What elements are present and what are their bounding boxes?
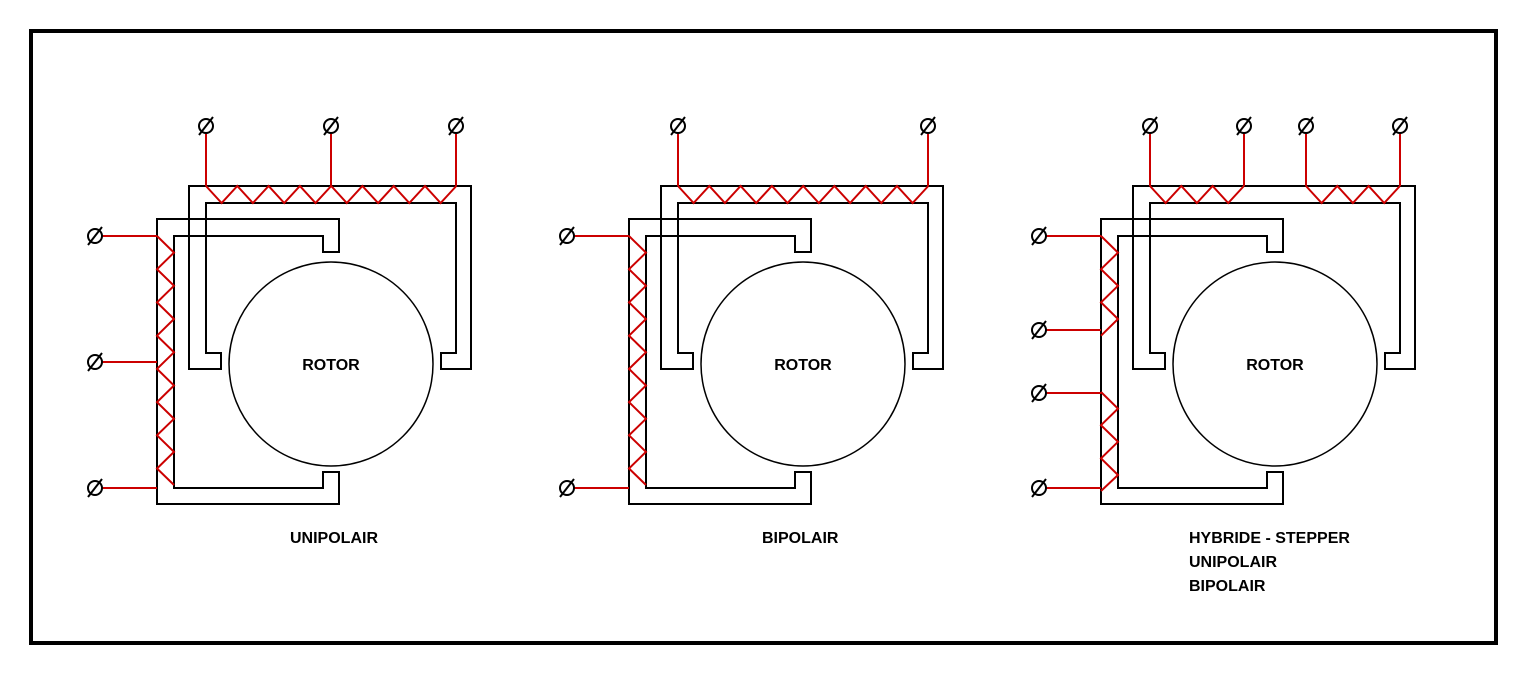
rotor-label: ROTOR xyxy=(302,357,360,374)
stator-core-horizontal xyxy=(1132,185,1416,370)
terminal-icon xyxy=(1031,383,1047,403)
terminal-icon xyxy=(559,478,575,498)
caption-line-3: BIPOLAIR xyxy=(1189,578,1266,595)
terminal-icon xyxy=(1031,478,1047,498)
terminals xyxy=(559,116,936,498)
top-coil xyxy=(677,184,930,205)
terminal-icon xyxy=(670,116,686,136)
left-coil xyxy=(155,235,176,486)
left-coil xyxy=(627,235,648,486)
rotor-label: ROTOR xyxy=(1246,357,1304,374)
terminal-icon xyxy=(1236,116,1252,136)
stator-core-vertical xyxy=(1100,218,1284,505)
top-coil-a xyxy=(1149,184,1245,205)
caption-line-2: UNIPOLAIR xyxy=(1189,554,1277,571)
terminal-icon xyxy=(198,116,214,136)
terminal-icon xyxy=(87,226,103,246)
top-winding xyxy=(205,184,458,205)
stator-core-vertical xyxy=(628,218,812,505)
terminal-icon xyxy=(559,226,575,246)
terminal-icon xyxy=(323,116,339,136)
terminal-icon xyxy=(1031,226,1047,246)
stator-core-horizontal xyxy=(188,185,472,370)
terminals xyxy=(1031,116,1408,498)
rotor xyxy=(700,261,906,467)
terminal-icon xyxy=(1298,116,1314,136)
drawing-border xyxy=(29,29,1498,645)
top-winding xyxy=(677,184,930,205)
hybrid-stepper-diagram: ROTOR HYBRIDE - xyxy=(1031,116,1416,595)
rotor xyxy=(228,261,434,467)
terminal-icon xyxy=(920,116,936,136)
left-coil-a xyxy=(1099,235,1120,337)
caption-line-1: BIPOLAIR xyxy=(762,530,839,547)
rotor-label: ROTOR xyxy=(774,357,832,374)
terminal-icon xyxy=(1392,116,1408,136)
left-winding xyxy=(1099,235,1120,492)
bipolar-diagram: ROTOR BIPOLAIR xyxy=(559,116,944,547)
unipolar-diagram: ROTOR UNIPOLAIR xyxy=(87,116,472,547)
terminal-icon xyxy=(1031,320,1047,340)
terminal-icon xyxy=(448,116,464,136)
terminal-icon xyxy=(87,478,103,498)
caption-line-1: HYBRIDE - STEPPER xyxy=(1189,530,1350,547)
caption-line-1: UNIPOLAIR xyxy=(290,530,378,547)
stator-core-vertical xyxy=(156,218,340,505)
top-coil-b xyxy=(1305,184,1401,205)
leads xyxy=(1046,133,1401,489)
terminals xyxy=(87,116,464,498)
terminal-icon xyxy=(87,352,103,372)
left-winding xyxy=(627,235,648,486)
rotor xyxy=(1172,261,1378,467)
top-winding xyxy=(1149,184,1401,205)
leads xyxy=(574,133,929,489)
left-winding xyxy=(155,235,176,486)
left-coil-b xyxy=(1099,391,1120,492)
terminal-icon xyxy=(1142,116,1158,136)
stator-core-horizontal xyxy=(660,185,944,370)
leads xyxy=(102,133,457,489)
top-coil xyxy=(205,184,458,205)
